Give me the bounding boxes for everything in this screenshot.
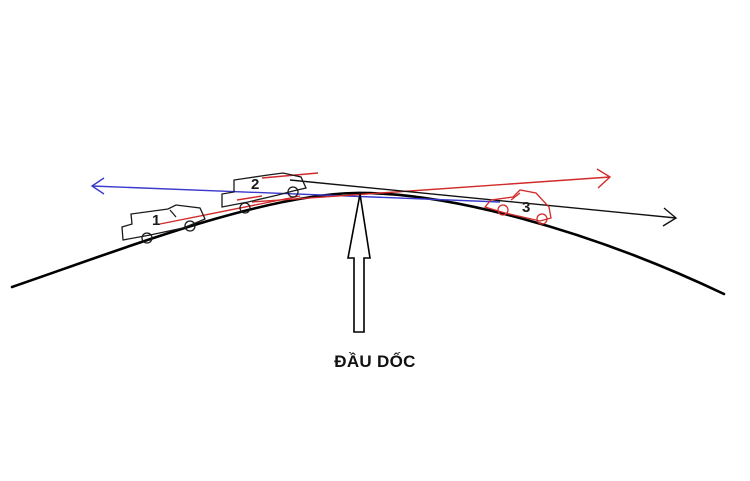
- car-2: 2: [221, 172, 307, 214]
- crest-arrow-icon: [347, 193, 371, 333]
- crest-caption: ĐẦU DỐC: [334, 352, 416, 371]
- black-sight-line: [289, 179, 678, 227]
- car-2-label: 2: [251, 176, 259, 193]
- car-3: 3: [483, 189, 552, 225]
- hill-road: [10, 191, 726, 296]
- red-sight-line: [159, 168, 612, 225]
- red-hood-lines: [236, 172, 319, 201]
- car-3-label: 3: [522, 199, 530, 216]
- car-1-label: 1: [152, 212, 160, 229]
- car-1: 1: [121, 204, 206, 244]
- blue-sight-line: [90, 177, 501, 203]
